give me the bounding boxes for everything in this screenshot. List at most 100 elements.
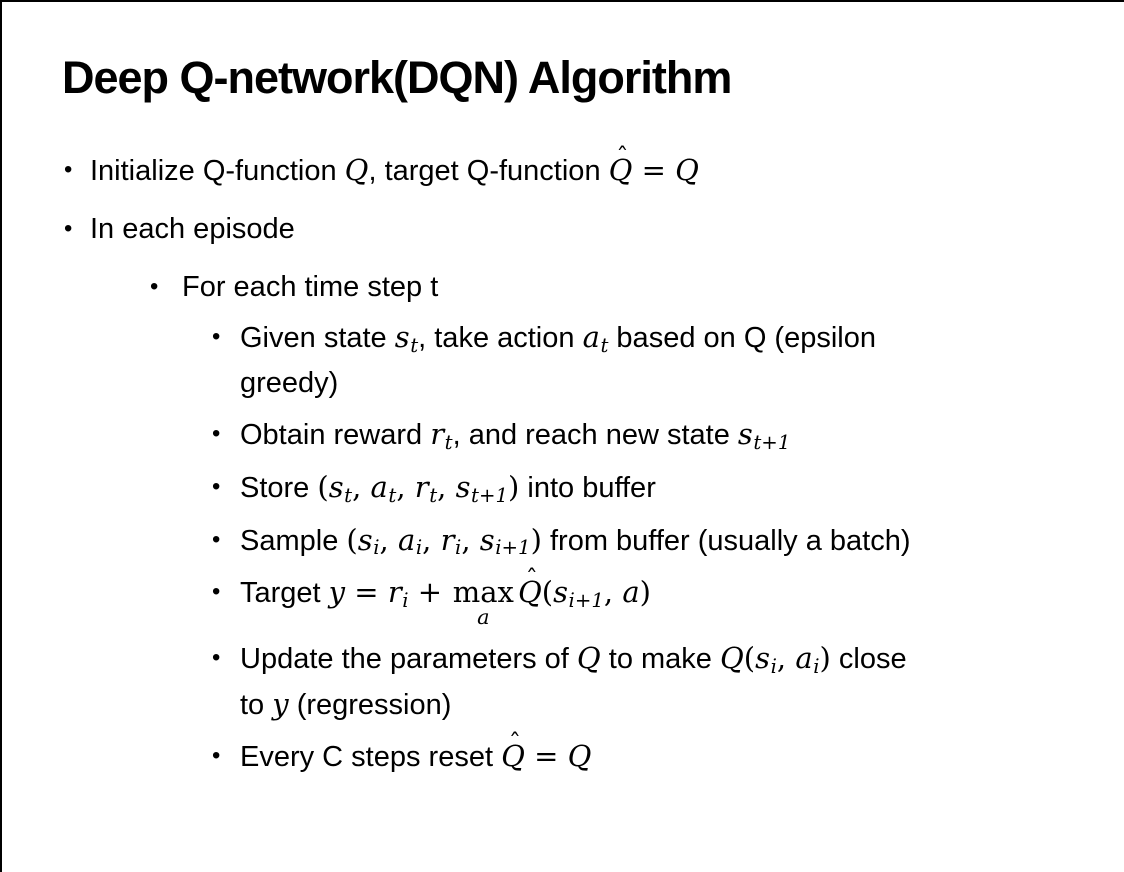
text-segment: greedy) (240, 367, 339, 400)
math-var: si+1 (553, 575, 604, 613)
bullet-marker-icon: • (150, 273, 159, 301)
bullet-marker-icon: • (64, 156, 73, 184)
bullet-marker-icon: • (212, 472, 221, 500)
math-var: a (622, 575, 639, 609)
math-operator: ( (317, 469, 329, 504)
math-var-sub: t (444, 430, 453, 454)
bullet-item: •Sample (si, ai, ri, si+1) from buffer (… (2, 518, 1124, 564)
math-var-base: a (397, 522, 416, 557)
text-segment: For each time step t (182, 271, 439, 304)
math-operator: = (632, 153, 676, 188)
math-var-base: s (553, 575, 568, 610)
math-var-sub: i (813, 654, 820, 678)
math-var-sub: i (415, 536, 423, 560)
math-var: Q (568, 739, 592, 773)
math-var-base: y (328, 575, 346, 610)
math-operator: ) (508, 469, 520, 504)
math-operator: , (352, 469, 371, 504)
math-var-base: Q (517, 575, 542, 610)
hat-accent-icon: ˆ (525, 564, 538, 594)
math-var: si (357, 522, 380, 560)
math-var: at (583, 320, 609, 357)
text-segment: , take action (418, 322, 583, 355)
math-operator: ) (530, 522, 542, 557)
math-var: at (370, 469, 397, 507)
text-segment: to (240, 688, 273, 721)
math-var-base: r (387, 575, 402, 610)
math-var-base: y (272, 686, 289, 721)
bullet-text: Initialize Q-function Q, target Q-functi… (90, 142, 699, 193)
math-var-base: Q (719, 640, 744, 675)
bullet-text: Sample (si, ai, ri, si+1) from buffer (u… (240, 518, 911, 564)
math-var-base: s (479, 522, 495, 557)
math-var-sub: i+1 (568, 589, 604, 613)
math-var-base: r (440, 522, 455, 557)
bullet-item: •Obtain reward rt, and reach new state s… (2, 412, 1124, 458)
math-operator: = (345, 575, 388, 610)
math-var-base: Q (501, 738, 525, 773)
math-var-base: Q (576, 640, 601, 675)
math-var: st+1 (455, 469, 509, 507)
math-var-base: Q (608, 153, 633, 188)
text-segment: , target Q-function (368, 155, 609, 188)
text-segment: Initialize Q-function (90, 155, 345, 188)
math-var-base: a (622, 575, 640, 610)
bullet-marker-icon: • (212, 643, 221, 671)
math-var-sub: i (455, 536, 462, 560)
text-segment: close (830, 642, 907, 675)
math-var: st+1 (737, 417, 791, 454)
math-var: Q (720, 641, 744, 675)
math-var-sub: t (388, 483, 397, 507)
math-operator: ) (639, 575, 651, 610)
bullet-marker-icon: • (64, 215, 73, 243)
text-segment: In each episode (90, 213, 295, 246)
text-segment: from buffer (usually a batch) (541, 524, 911, 557)
math-var-base: a (370, 469, 388, 504)
text-segment: Every C steps reset (240, 740, 502, 773)
max-under-var: a (477, 605, 490, 630)
math-var-sub: t+1 (753, 430, 791, 454)
math-operator: ) (819, 640, 831, 675)
math-var: y (272, 687, 288, 721)
math-var: ri (387, 575, 409, 612)
math-operator: ( (541, 575, 554, 610)
math-var-base: s (357, 522, 373, 557)
bullet-item: •Update the parameters of Q to make Q(si… (2, 636, 1124, 727)
bullet-marker-icon: • (212, 578, 221, 606)
bullet-marker-icon: • (212, 741, 221, 769)
math-var-sub: t (344, 483, 353, 507)
math-var-sub: i+1 (495, 536, 531, 560)
math-var-base: r (430, 417, 445, 452)
text-segment: , and reach new state (452, 419, 738, 452)
math-var-base: Q (567, 738, 592, 773)
math-var-sub: t+1 (471, 483, 509, 507)
math-var-base: s (737, 417, 753, 452)
hat-accent-icon: ˆ (508, 727, 522, 757)
math-var-base: a (795, 640, 813, 675)
math-operator: , (437, 469, 456, 504)
page-title: Deep Q-network(DQN) Algorithm (62, 52, 732, 103)
math-var: si (755, 641, 777, 678)
math-operator: + (408, 575, 452, 610)
math-var-sub: t (429, 483, 438, 507)
math-operator: , (461, 522, 480, 557)
math-var-sub: i (770, 654, 777, 678)
math-var-base: s (455, 469, 471, 504)
bullet-item: •Given state st, take action at based on… (2, 315, 1124, 405)
text-segment: into buffer (519, 471, 656, 504)
bullet-text: Obtain reward rt, and reach new state st… (240, 412, 790, 458)
max-label: max (452, 574, 514, 609)
math-operator: , (603, 575, 623, 610)
math-var: si+1 (479, 522, 531, 560)
math-operator: , (776, 640, 796, 675)
text-segment: Given state (240, 322, 395, 355)
text-segment: (regression) (288, 688, 452, 721)
math-var: st (394, 320, 418, 357)
math-var-base: s (394, 320, 410, 355)
bullet-list: •Initialize Q-function Q, target Q-funct… (2, 142, 1124, 779)
